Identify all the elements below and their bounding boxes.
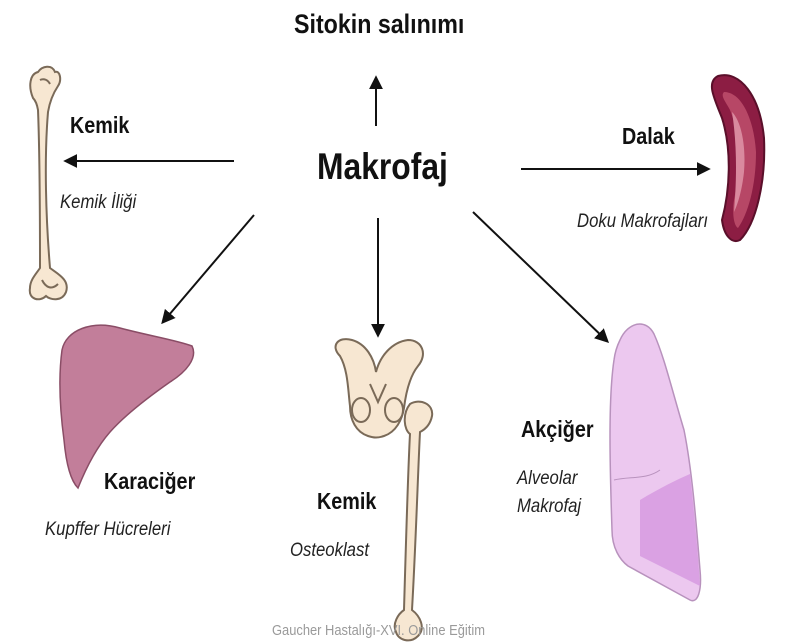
cytokine-release-label: Sitokin salınımı [294,9,464,40]
arrows [66,78,708,341]
lung-subtitle: Alveolar Makrofaj [517,465,581,521]
lung-subtitle-line2: Makrofaj [517,493,581,521]
footer-caption: Gaucher Hastalığı-XVI. Online Eğitim [272,622,485,639]
lung-title: Akçiğer [521,416,594,443]
liver-subtitle: Kupffer Hücreleri [45,519,170,541]
lung-subtitle-line1: Alveolar [517,465,581,493]
lung-illustration [610,324,701,601]
femur-left-illustration [30,67,67,300]
spleen-title: Dalak [622,123,675,150]
liver-illustration [60,325,194,488]
spleen-illustration [712,75,764,241]
bone-marrow-title: Kemik [70,112,129,139]
osteoclast-title: Kemik [317,488,376,515]
osteoclast-subtitle: Osteoklast [290,540,369,562]
arrow-to-liver [163,215,254,322]
bone-marrow-subtitle: Kemik İliği [60,192,136,214]
macrophage-center-label: Makrofaj [317,146,448,188]
liver-title: Karaciğer [104,468,195,495]
spleen-subtitle: Doku Makrofajları [577,211,708,233]
